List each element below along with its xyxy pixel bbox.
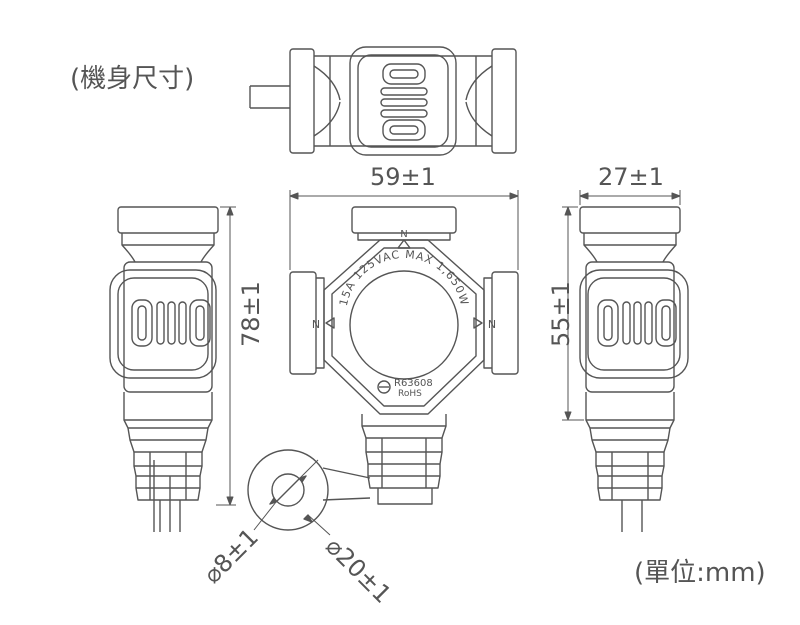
height-dimension: 78±1 (236, 281, 265, 347)
ring-terminal (247, 449, 331, 536)
right-side-view (579, 206, 689, 532)
rohs-text: RoHS (398, 389, 422, 399)
dimension-lines (216, 190, 681, 506)
view-note: (機身尺寸) (70, 64, 195, 94)
inner-height-dimension: 55±1 (546, 281, 575, 347)
top-view (249, 46, 517, 156)
unit-note: (單位:mm) (634, 558, 766, 588)
n-left-label: N (312, 318, 320, 331)
depth-dimension: 27±1 (598, 163, 664, 191)
left-side-view (109, 206, 219, 532)
width-dimension: 59±1 (370, 163, 436, 191)
model-text: R63608 (394, 378, 433, 389)
n-right-label: N (488, 318, 496, 331)
front-view (289, 206, 519, 505)
n-top-label: N (400, 227, 407, 238)
